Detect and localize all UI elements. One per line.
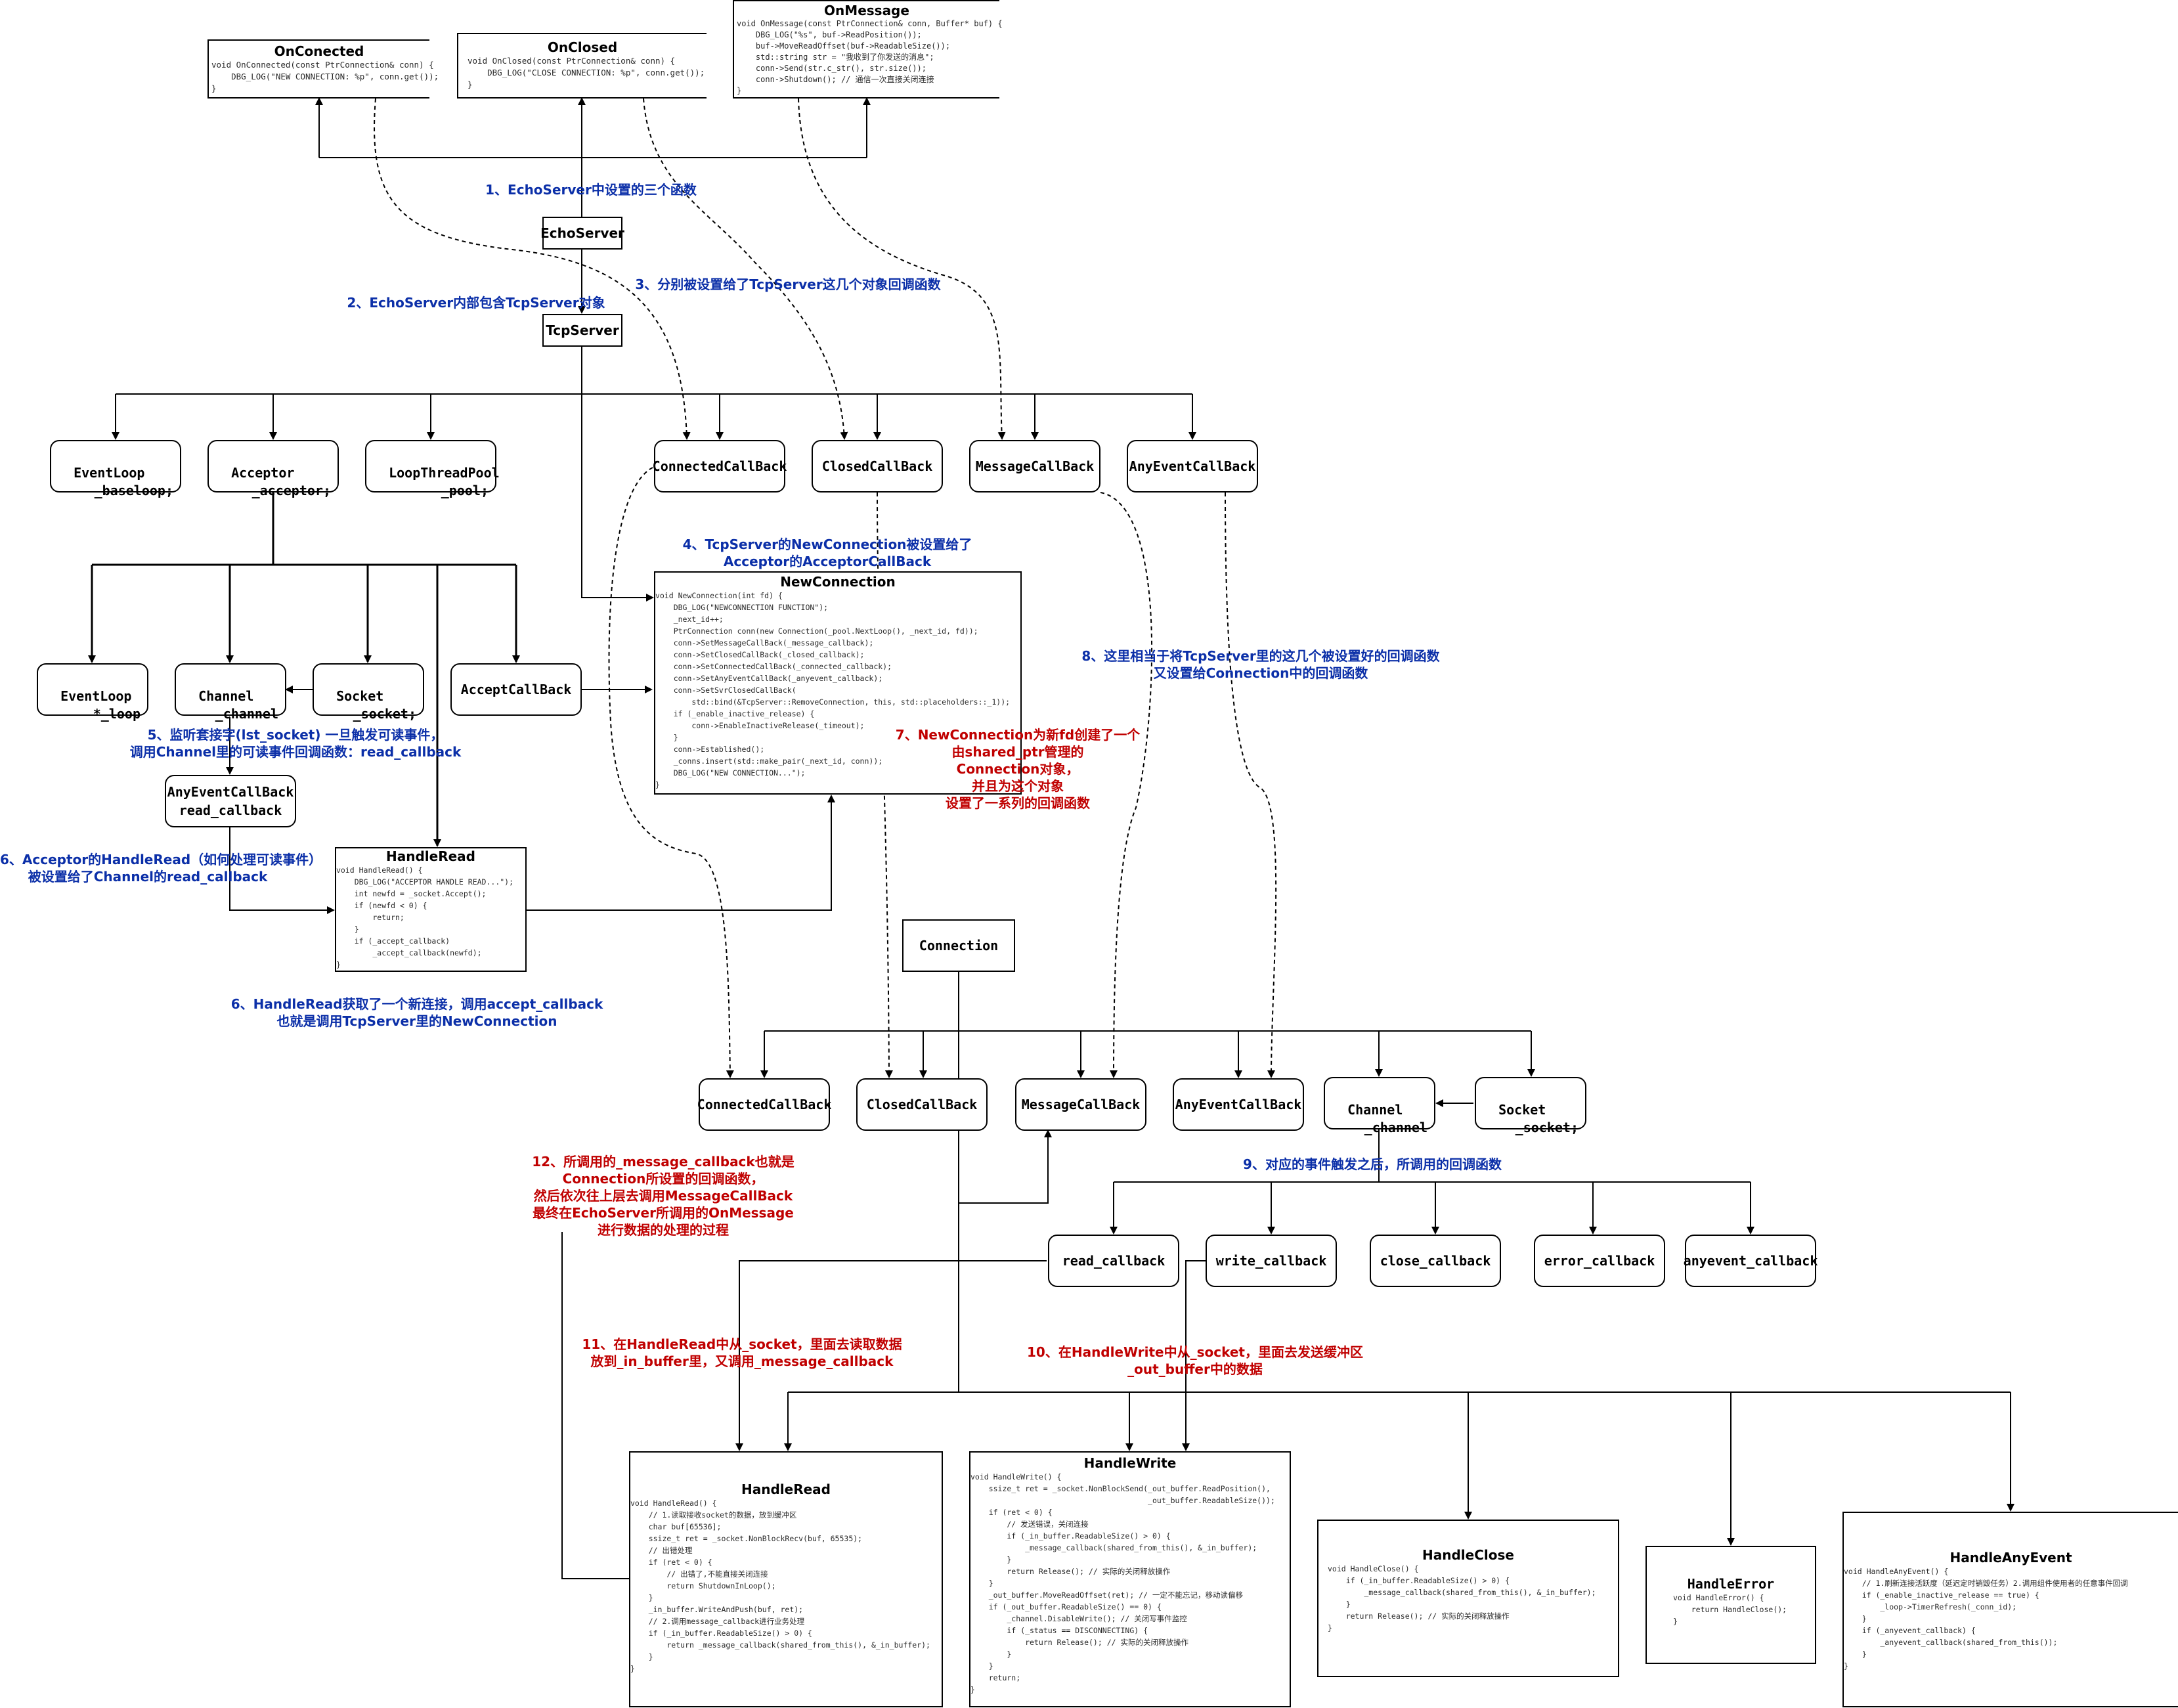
handleclose-box: HandleClose void HandleClose() { if (_in… [1317,1520,1619,1677]
annotation-10: 10、在HandleWrite中从_socket，里面去发送缓冲区 _out_b… [1027,1344,1363,1377]
annotation-2: 2、EchoServer内部包含TcpServer对象 [347,295,605,311]
handleclose-title: HandleClose [1422,1547,1514,1563]
anyevent-callback-box: anyevent_callback [1684,1235,1818,1287]
acceptor-eventloop-name: *_loop [93,706,141,722]
tcp-anyevent-callback-box: AnyEventCallBack [1127,440,1258,493]
tcp-acceptor-type: Acceptor [231,465,295,481]
onmessage-code: void OnMessage(const PtrConnection& conn… [737,19,1003,95]
connection-box: Connection [902,919,1015,972]
handleanyevent-box: HandleAnyEvent void HandleAnyEvent() { /… [1842,1512,2178,1707]
echoserver-box: EchoServer [540,217,624,250]
acceptor-socket-type: Socket [336,688,384,704]
acceptor-handleread-box: HandleRead void HandleRead() { DBG_LOG("… [335,847,527,972]
conn-socket-name: _socket; [1515,1120,1579,1135]
conn-handleread-title: HandleRead [741,1481,831,1497]
handleerror-code: void HandleError() { return HandleClose(… [1673,1593,1787,1626]
tcp-pool-type: LoopThreadPool [389,465,500,481]
conn-handleread-box: HandleRead void HandleRead() { // 1.读取接收… [629,1451,943,1707]
accept-callback-box: AcceptCallBack [450,663,582,716]
conn-connected-callback-box: ConnectedCallBack [697,1078,831,1131]
conn-closed-callback-box: ClosedCallBack [856,1078,988,1131]
acceptor-channel-type: Channel [198,688,254,704]
conn-handleread-code: void HandleRead() { // 1.读取接收socket的数据，放… [630,1499,930,1673]
onconnected-box: OnConected void OnConnected(const PtrCon… [207,39,439,99]
acceptor-eventloop-box: EventLoop *_loop [37,663,148,722]
handleanyevent-title: HandleAnyEvent [1949,1550,2072,1566]
onclosed-box: OnClosed void OnClosed(const PtrConnecti… [457,33,707,99]
tcp-acceptor-name: _acceptor; [251,483,331,498]
close-callback-box: close_callback [1370,1235,1501,1287]
read-callback-box: read_callback [1048,1235,1179,1287]
annotation-3: 3、分别被设置给了TcpServer这几个对象回调函数 [635,276,941,292]
conn-message-callback-box: MessageCallBack [1015,1078,1146,1131]
error-callback-box: error_callback [1534,1235,1665,1287]
onconnected-code: void OnConnected(const PtrConnection& co… [211,60,439,93]
conn-socket-type: Socket [1498,1102,1546,1118]
annotation-4: 4、TcpServer的NewConnection被设置给了 Acceptor的… [682,536,972,569]
onclosed-code: void OnClosed(const PtrConnection& conn)… [468,56,705,89]
annotation-1: 1、EchoServer中设置的三个函数 [485,182,697,198]
tcp-message-callback-box: MessageCallBack [969,440,1100,493]
handlewrite-box: HandleWrite void HandleWrite() { ssize_t… [969,1451,1291,1707]
acceptor-handleread-code: void HandleRead() { DBG_LOG("ACCEPTOR HA… [336,865,514,969]
acceptor-eventloop-type: EventLoop [60,688,132,704]
handleerror-title: HandleError [1687,1576,1775,1592]
conn-channel-type: Channel [1347,1102,1403,1118]
newconnection-code: void NewConnection(int fd) { DBG_LOG("NE… [655,591,1011,789]
annotation-12: 12、所调用的_message_callback也就是 Connection所设… [532,1154,795,1238]
acceptor-channel-name: _channel [215,706,278,722]
annotation-6a: 6、Acceptor的HandleRead（如何处理可读事件） 被设置给了Cha… [0,852,322,885]
handleanyevent-code: void HandleAnyEvent() { // 1.刷新连接活跃度（延迟定… [1844,1567,2128,1671]
onmessage-title: OnMessage [824,3,909,18]
handleclose-code: void HandleClose() { if (_in_buffer.Read… [1328,1564,1596,1632]
acceptor-socket-box: Socket _socket; [313,663,424,722]
conn-anyevent-callback-box: AnyEventCallBack [1173,1078,1304,1131]
tcp-eventloop-name: _baseloop; [94,483,173,498]
acceptor-socket-name: _socket; [353,706,416,722]
annotation-5: 5、监听套接字(lst_socket) 一旦触发可读事件， 调用Channel里… [129,727,462,760]
write-callback-box: write_callback [1206,1235,1337,1287]
conn-channel-box: Channel _channel [1324,1077,1435,1135]
annotation-6b: 6、HandleRead获取了一个新连接，调用accept_callback 也… [230,996,603,1029]
anyevent-read-callback-box: AnyEventCallBack read_callback [165,775,296,827]
tcp-closed-callback-box: ClosedCallBack [812,440,943,493]
handleerror-box: HandleError void HandleError() { return … [1645,1546,1816,1664]
tcpserver-box: TcpServer [542,314,622,347]
onconnected-title: OnConected [274,43,364,59]
acceptor-channel-box: Channel _channel [175,663,286,722]
annotation-11: 11、在HandleRead中从_socket，里面去读取数据 放到_in_bu… [582,1336,902,1369]
anyevent-read-line2: read_callback [179,802,282,818]
tcp-pool-box: LoopThreadPool _pool; [365,440,500,498]
tcp-eventloop-box: EventLoop _baseloop; [50,440,181,498]
acceptor-handleread-title: HandleRead [386,848,475,864]
annotation-7: 7、NewConnection为新fd创建了一个 由shared_ptr管理的 … [895,727,1141,811]
tcp-connected-callback-box: ConnectedCallBack [653,440,787,493]
tcp-pool-name: _pool; [441,483,489,498]
tcp-acceptor-box: Acceptor _acceptor; [207,440,339,498]
newconnection-title: NewConnection [780,574,896,590]
onmessage-box: OnMessage void OnMessage(const PtrConnec… [733,0,1003,99]
tcp-eventloop-type: EventLoop [74,465,145,481]
onclosed-title: OnClosed [547,39,618,55]
annotation-8: 8、这里相当于将TcpServer里的这几个被设置好的回调函数 又设置给Conn… [1081,648,1440,681]
handlewrite-title: HandleWrite [1083,1455,1177,1471]
conn-channel-name: _channel [1364,1120,1427,1135]
conn-socket-box: Socket _socket; [1475,1077,1586,1135]
anyevent-read-line1: AnyEventCallBack [167,784,294,800]
newconnection-box: NewConnection void NewConnection(int fd)… [654,571,1022,795]
handlewrite-code: void HandleWrite() { ssize_t ret = _sock… [970,1472,1275,1694]
annotation-9: 9、对应的事件触发之后，所调用的回调函数 [1243,1156,1502,1172]
